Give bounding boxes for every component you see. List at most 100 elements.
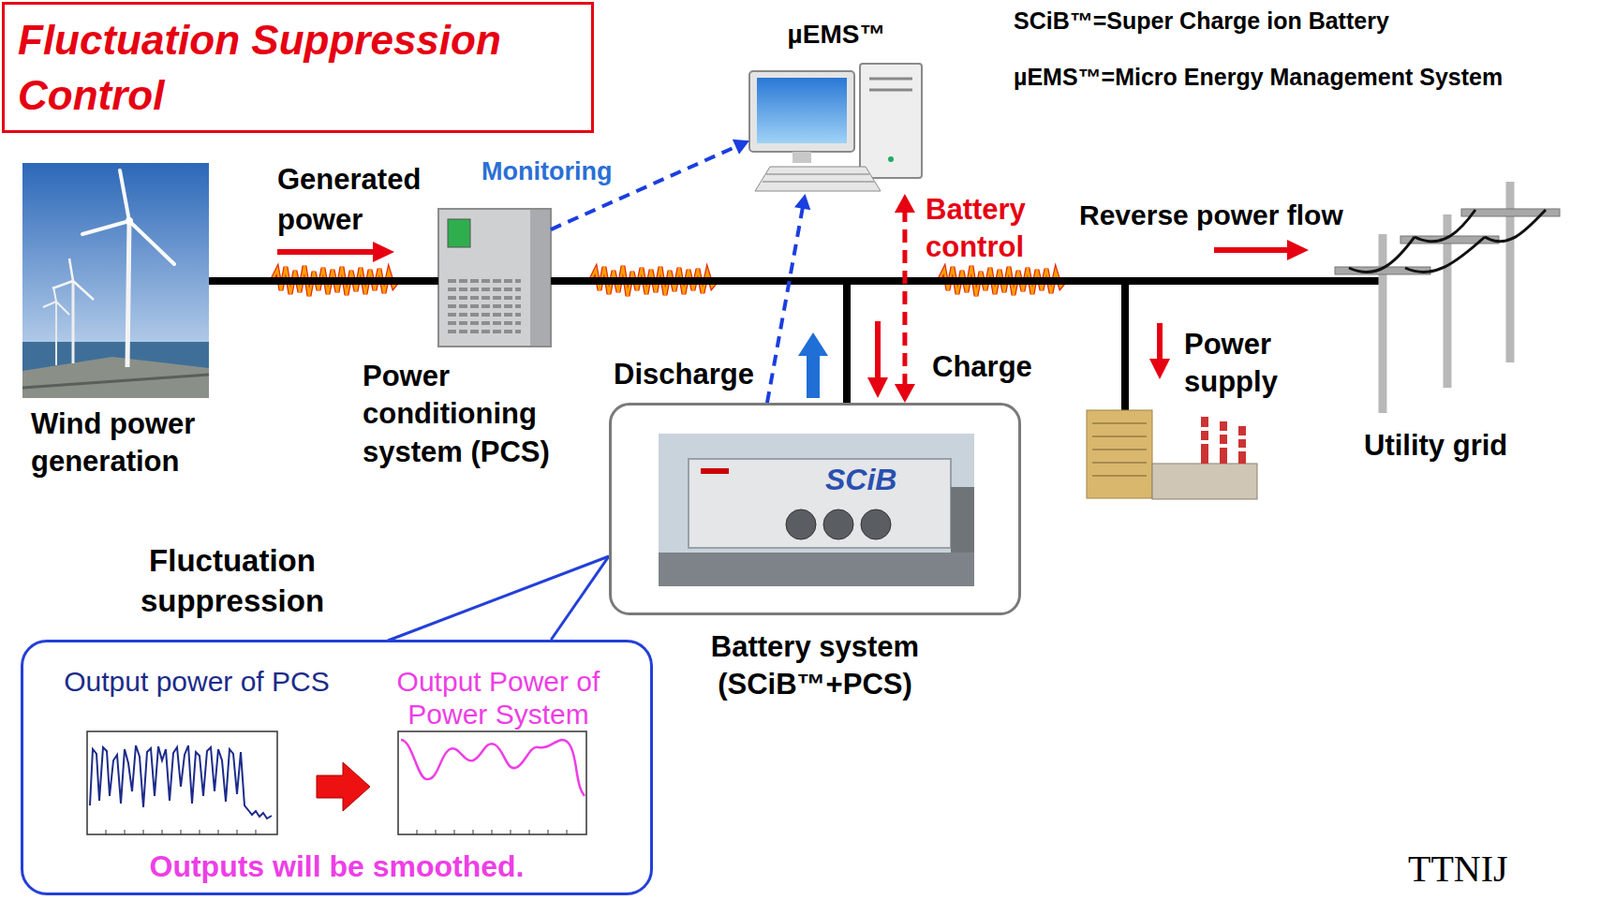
connector <box>767 193 811 403</box>
flow-label: Discharge <box>613 355 755 394</box>
sky <box>22 162 209 399</box>
abbreviation-note: SCiB™=Super Charge ion Battery <box>1013 5 1390 37</box>
node-text-holder: Output Power of Power System <box>362 666 635 731</box>
node-text: Output power of PCS <box>60 666 333 699</box>
chart-frame <box>87 731 278 835</box>
fan <box>785 509 816 540</box>
ground <box>658 552 975 587</box>
node-text: Battery system (SCiB™+PCS) <box>674 628 956 705</box>
edge-label-holder: Battery control <box>925 191 1057 267</box>
windows <box>1092 423 1147 476</box>
bus-wires <box>846 281 1385 413</box>
edge-label: Monitoring <box>481 155 612 189</box>
blades <box>82 170 175 265</box>
arrow-head <box>894 384 916 403</box>
wind-node: Wind power generation <box>22 162 209 399</box>
supply-arrow <box>1156 323 1163 361</box>
tower-case <box>859 63 922 178</box>
callout-node: Fluctuation suppressionOutput power of P… <box>20 639 653 896</box>
node-text: SCiB <box>825 463 897 497</box>
pier <box>22 374 209 388</box>
flow-label-holder: Power supply <box>1184 325 1325 402</box>
chimney-stripes <box>1200 429 1246 450</box>
pcs-output-line <box>89 745 272 819</box>
node-text-holder: Fluctuation suppression <box>110 541 355 623</box>
blades <box>43 286 70 315</box>
fan <box>823 509 854 540</box>
title-text-holder: Fluctuation Suppression Control <box>17 12 580 124</box>
node-text: Outputs will be smoothed. <box>23 848 651 885</box>
battery-feeder <box>843 281 851 403</box>
chimney <box>1200 416 1209 464</box>
crossarm <box>1461 208 1560 217</box>
connector-line <box>902 208 907 388</box>
ems-node: µEMS™ <box>749 60 924 194</box>
chart-frame <box>398 731 587 835</box>
drive-bays <box>869 78 913 90</box>
output-charts <box>87 731 587 835</box>
screen <box>756 77 847 144</box>
fluctuation-waves <box>271 266 1066 297</box>
discharge-arrow <box>806 354 820 399</box>
pole <box>1443 214 1452 388</box>
node-text-holder: Battery system (SCiB™+PCS) <box>674 628 956 705</box>
crossarm <box>1334 266 1431 275</box>
flow-label-holder: Reverse power flow <box>1079 196 1344 234</box>
node-text-holder: SCiB <box>825 463 897 497</box>
arrow-head <box>1149 358 1171 380</box>
connector <box>894 193 916 403</box>
battery-node: Battery system (SCiB™+PCS)SCiB <box>608 402 1022 616</box>
cabinet-screen <box>447 219 471 248</box>
chimney <box>1238 426 1246 464</box>
generated-arrow <box>277 249 375 255</box>
maker-mark <box>700 468 729 475</box>
flow-label: Power supply <box>1184 325 1325 402</box>
node-text-holder: Wind power generation <box>30 405 219 482</box>
connector-line <box>550 556 609 640</box>
tower <box>127 221 130 368</box>
wave <box>938 266 1066 297</box>
pcs-cabinet <box>438 208 551 347</box>
chart-ticks <box>105 829 256 835</box>
wind-photo <box>22 162 209 399</box>
node-text-holder: Power conditioning system (PCS) <box>362 357 574 472</box>
connector <box>550 281 1327 282</box>
wave <box>271 266 399 297</box>
watermark: TTNIJ <box>1407 844 1509 894</box>
arrow-head <box>732 139 750 155</box>
node-text: Wind power generation <box>30 405 219 482</box>
chart-ticks <box>416 829 567 835</box>
node-text: Fluctuation suppression <box>110 541 355 623</box>
charge-arrow <box>874 321 881 380</box>
smoothing-arrow <box>316 762 371 812</box>
tall-building <box>1086 410 1153 499</box>
node-text: Power conditioning system (PCS) <box>362 357 574 472</box>
load-feeder <box>1121 281 1129 413</box>
pole <box>1378 234 1388 414</box>
system-output-line <box>400 740 585 797</box>
arrow-head <box>1287 239 1309 261</box>
breakwater <box>22 356 209 399</box>
node-text-holder: µEMS™ <box>749 17 924 52</box>
tower <box>72 281 75 364</box>
connector-line <box>767 206 803 403</box>
tower <box>55 301 58 366</box>
connector-line <box>550 277 1327 285</box>
node-text-holder: Outputs will be smoothed. <box>23 848 651 885</box>
connector <box>208 281 439 282</box>
node-text-holder: Utility grid <box>1363 427 1508 465</box>
connector <box>550 556 609 640</box>
hub <box>125 217 134 225</box>
abbreviation-note-holder: SCiB™=Super Charge ion Battery <box>1013 5 1390 37</box>
blades <box>52 258 94 300</box>
grid-wire <box>1324 277 1385 285</box>
abbreviation-note-holder: µEMS™=Micro Energy Management System <box>1013 61 1503 93</box>
fence <box>950 487 975 553</box>
cabinet-side <box>530 209 550 346</box>
flow-label: Reverse power flow <box>1079 196 1344 234</box>
arrow-head <box>894 193 916 213</box>
arrow-head <box>798 332 829 356</box>
fan <box>860 509 891 540</box>
